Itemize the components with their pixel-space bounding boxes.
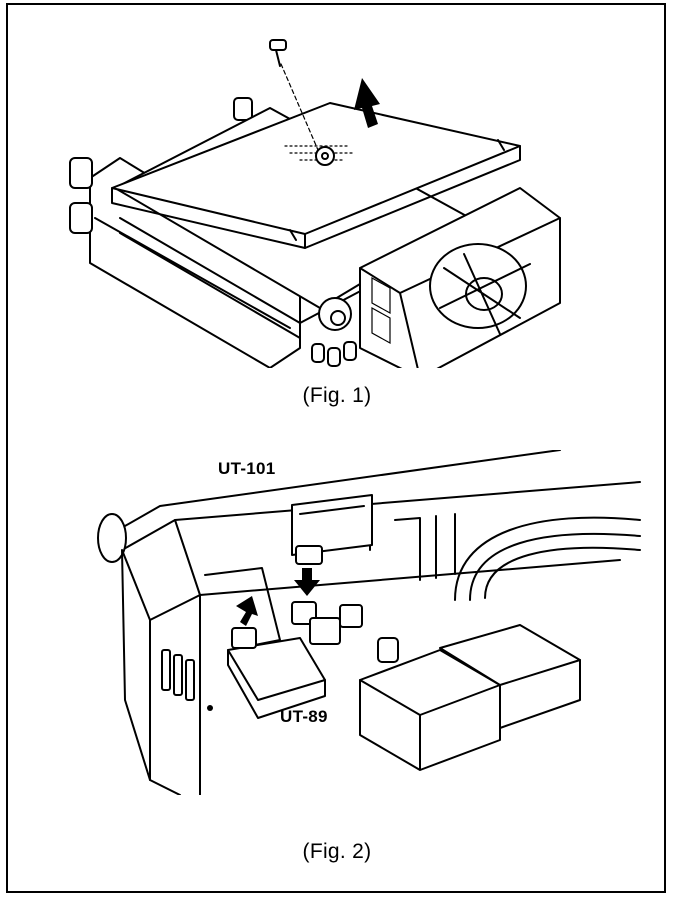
figure-1-caption: (Fig. 1)	[302, 384, 372, 407]
components	[291, 601, 399, 663]
figure-2-caption: (Fig. 2)	[302, 840, 372, 863]
insert-arrow-icon	[294, 568, 320, 596]
block-components	[359, 624, 581, 771]
knob-icon	[97, 513, 127, 563]
figure-2-unit-installation	[97, 450, 641, 795]
lift-arrow-icon	[354, 78, 380, 128]
front-panel	[121, 549, 151, 781]
remove-arrow-icon	[236, 596, 258, 626]
ut-101-label: UT-101	[218, 459, 276, 478]
ut-89-label: UT-89	[280, 707, 328, 726]
figure-1-cover-removal	[69, 39, 561, 368]
vent-slots	[161, 649, 195, 701]
page-border	[6, 3, 666, 893]
ut-101-board	[291, 494, 373, 565]
speaker-grille	[429, 243, 531, 335]
antenna-connector-icon	[318, 297, 352, 331]
casing-edge	[117, 450, 561, 531]
knobs	[69, 97, 253, 234]
hole	[207, 705, 213, 711]
ut-89-board	[227, 627, 326, 719]
heatsink-fins	[371, 276, 391, 345]
screw-icon	[269, 39, 335, 166]
rear-plugs	[311, 341, 357, 367]
speaker-ring	[454, 516, 641, 601]
